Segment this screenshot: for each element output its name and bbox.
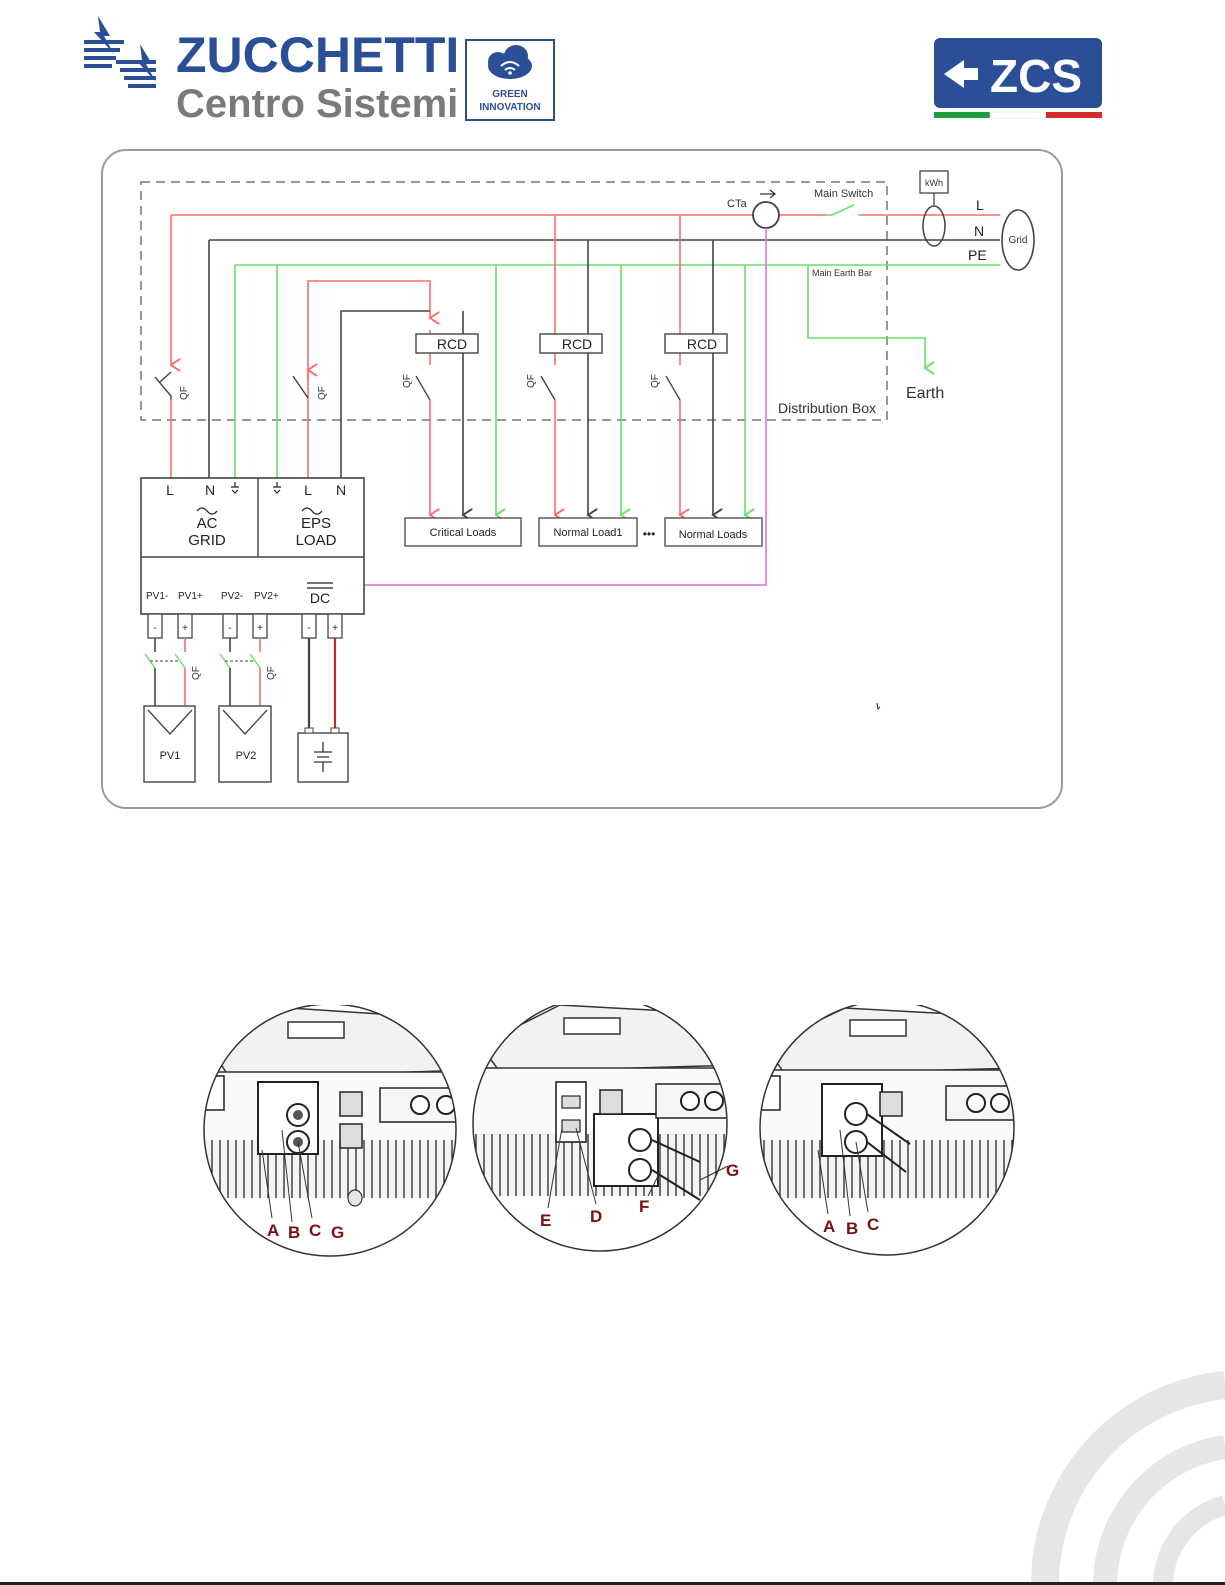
load-normal-n: Normal Loads [665,518,762,546]
inverter-pv2-plus: PV2+ [254,591,279,602]
svg-text:PV1: PV1 [160,750,181,762]
label-d: D [590,1207,602,1226]
line-label-pe: PE [968,247,987,263]
installation-photos: A B C G E D [200,1005,1030,1275]
svg-text:RCD: RCD [437,336,467,352]
inverter-dc-label: DC [310,590,330,606]
terminal-pv1-minus: - [153,623,156,634]
zcs-logo-text: ZCS [990,50,1082,102]
inverter-pv1-plus: PV1+ [178,591,203,602]
inverter-grid-label: GRID [188,532,226,549]
label-b-3: B [846,1219,858,1238]
svg-text:Normal Load1: Normal Load1 [553,527,622,539]
main-earth-bar-label: Main Earth Bar [812,268,872,278]
flag-white-stripe [990,112,1046,118]
rcd-normal-2: RCD [665,334,727,353]
ct-label: CTa [727,198,747,210]
terminal-pv2-minus: - [228,623,231,634]
zucchetti-emblem-icon [84,16,156,88]
flag-green-stripe [934,112,990,118]
svg-text:RCD: RCD [562,336,592,352]
inverter-load-label: LOAD [296,532,337,549]
svg-text:Normal Loads: Normal Loads [679,529,748,541]
decorative-arcs [1015,1365,1225,1585]
loads-ellipsis: ••• [643,527,656,541]
badge-line1: GREEN [492,89,528,100]
terminal-bat-minus: - [307,623,310,634]
earth-label: Earth [906,385,944,402]
badge-line2: INNOVATION [479,102,540,113]
company-name-line2: Centro Sistemi [176,82,458,126]
cap-plug-icon [348,1190,362,1206]
label-e: E [540,1211,551,1230]
label-f: F [639,1197,649,1216]
svg-text:RCD: RCD [687,336,717,352]
label-a-3: A [823,1217,835,1236]
qf-label-normal-1: QF [526,374,537,388]
zcs-logo: ZCS [934,38,1104,122]
line-label-l: L [976,197,984,213]
svg-text:PV2: PV2 [236,750,257,762]
load-normal-1: Normal Load1 [539,518,637,546]
inverter-eps-l: L [304,482,312,498]
terminal-pv2-plus: + [257,623,263,634]
flag-red-stripe [1046,112,1102,118]
terminal-pv1-plus: + [182,623,188,634]
pv1-panel: PV1 [144,706,195,782]
qf-label-pv2: QF [266,666,277,680]
label-c: C [309,1221,321,1240]
wiring-diagram: Distribution Box CTa Main Switch kWh Gri… [100,148,1075,818]
photo-connector-after: A B C [755,1005,1025,1270]
zucchetti-logo: ZUCCHETTI Centro Sistemi GREEN INNOVATIO… [80,14,560,126]
label-a: A [267,1221,279,1240]
kwh-meter-label: kWh [925,178,943,188]
grid-label: Grid [1009,235,1028,246]
battery-icon [298,728,348,782]
rcd-normal-1: RCD [540,334,602,353]
ct-sensor [753,202,779,228]
label-g: G [331,1223,344,1242]
photo-connector-before: A B C G [200,1005,470,1270]
label-g-2: G [726,1161,739,1180]
distribution-box-label: Distribution Box [778,400,876,416]
terminal-bat-plus: + [332,623,338,634]
qf-label-normal-2: QF [650,374,661,388]
pv2-panel: PV2 [219,706,271,782]
inverter-ac-n: N [205,482,215,498]
svg-text:QF: QF [317,386,328,400]
inverter-pv2-minus: PV2- [221,591,243,602]
qf-label-pv1: QF [191,666,202,680]
qf-label-critical: QF [402,374,413,388]
photo-connector-assembly: E D F G [470,1005,740,1265]
inverter-pv1-minus: PV1- [146,591,168,602]
svg-text:Critical Loads: Critical Loads [430,527,497,539]
svg-text:QF: QF [179,386,190,400]
inverter-block: L N L N AC GRID EPS LOAD PV1- PV1+ PV2- … [141,478,364,614]
load-critical: Critical Loads [405,518,521,546]
rcd-critical: RCD [416,334,478,353]
green-innovation-badge: GREEN INNOVATION [466,40,554,120]
company-name-line1: ZUCCHETTI [176,27,459,83]
inverter-ac-l: L [166,482,174,498]
main-switch-label: Main Switch [814,188,873,200]
inverter-eps-n: N [336,482,346,498]
label-c-3: C [867,1215,879,1234]
line-label-n: N [974,223,984,239]
inverter-eps-label: EPS [301,515,331,532]
label-b: B [288,1223,300,1242]
inverter-ac-label: AC [197,515,218,532]
